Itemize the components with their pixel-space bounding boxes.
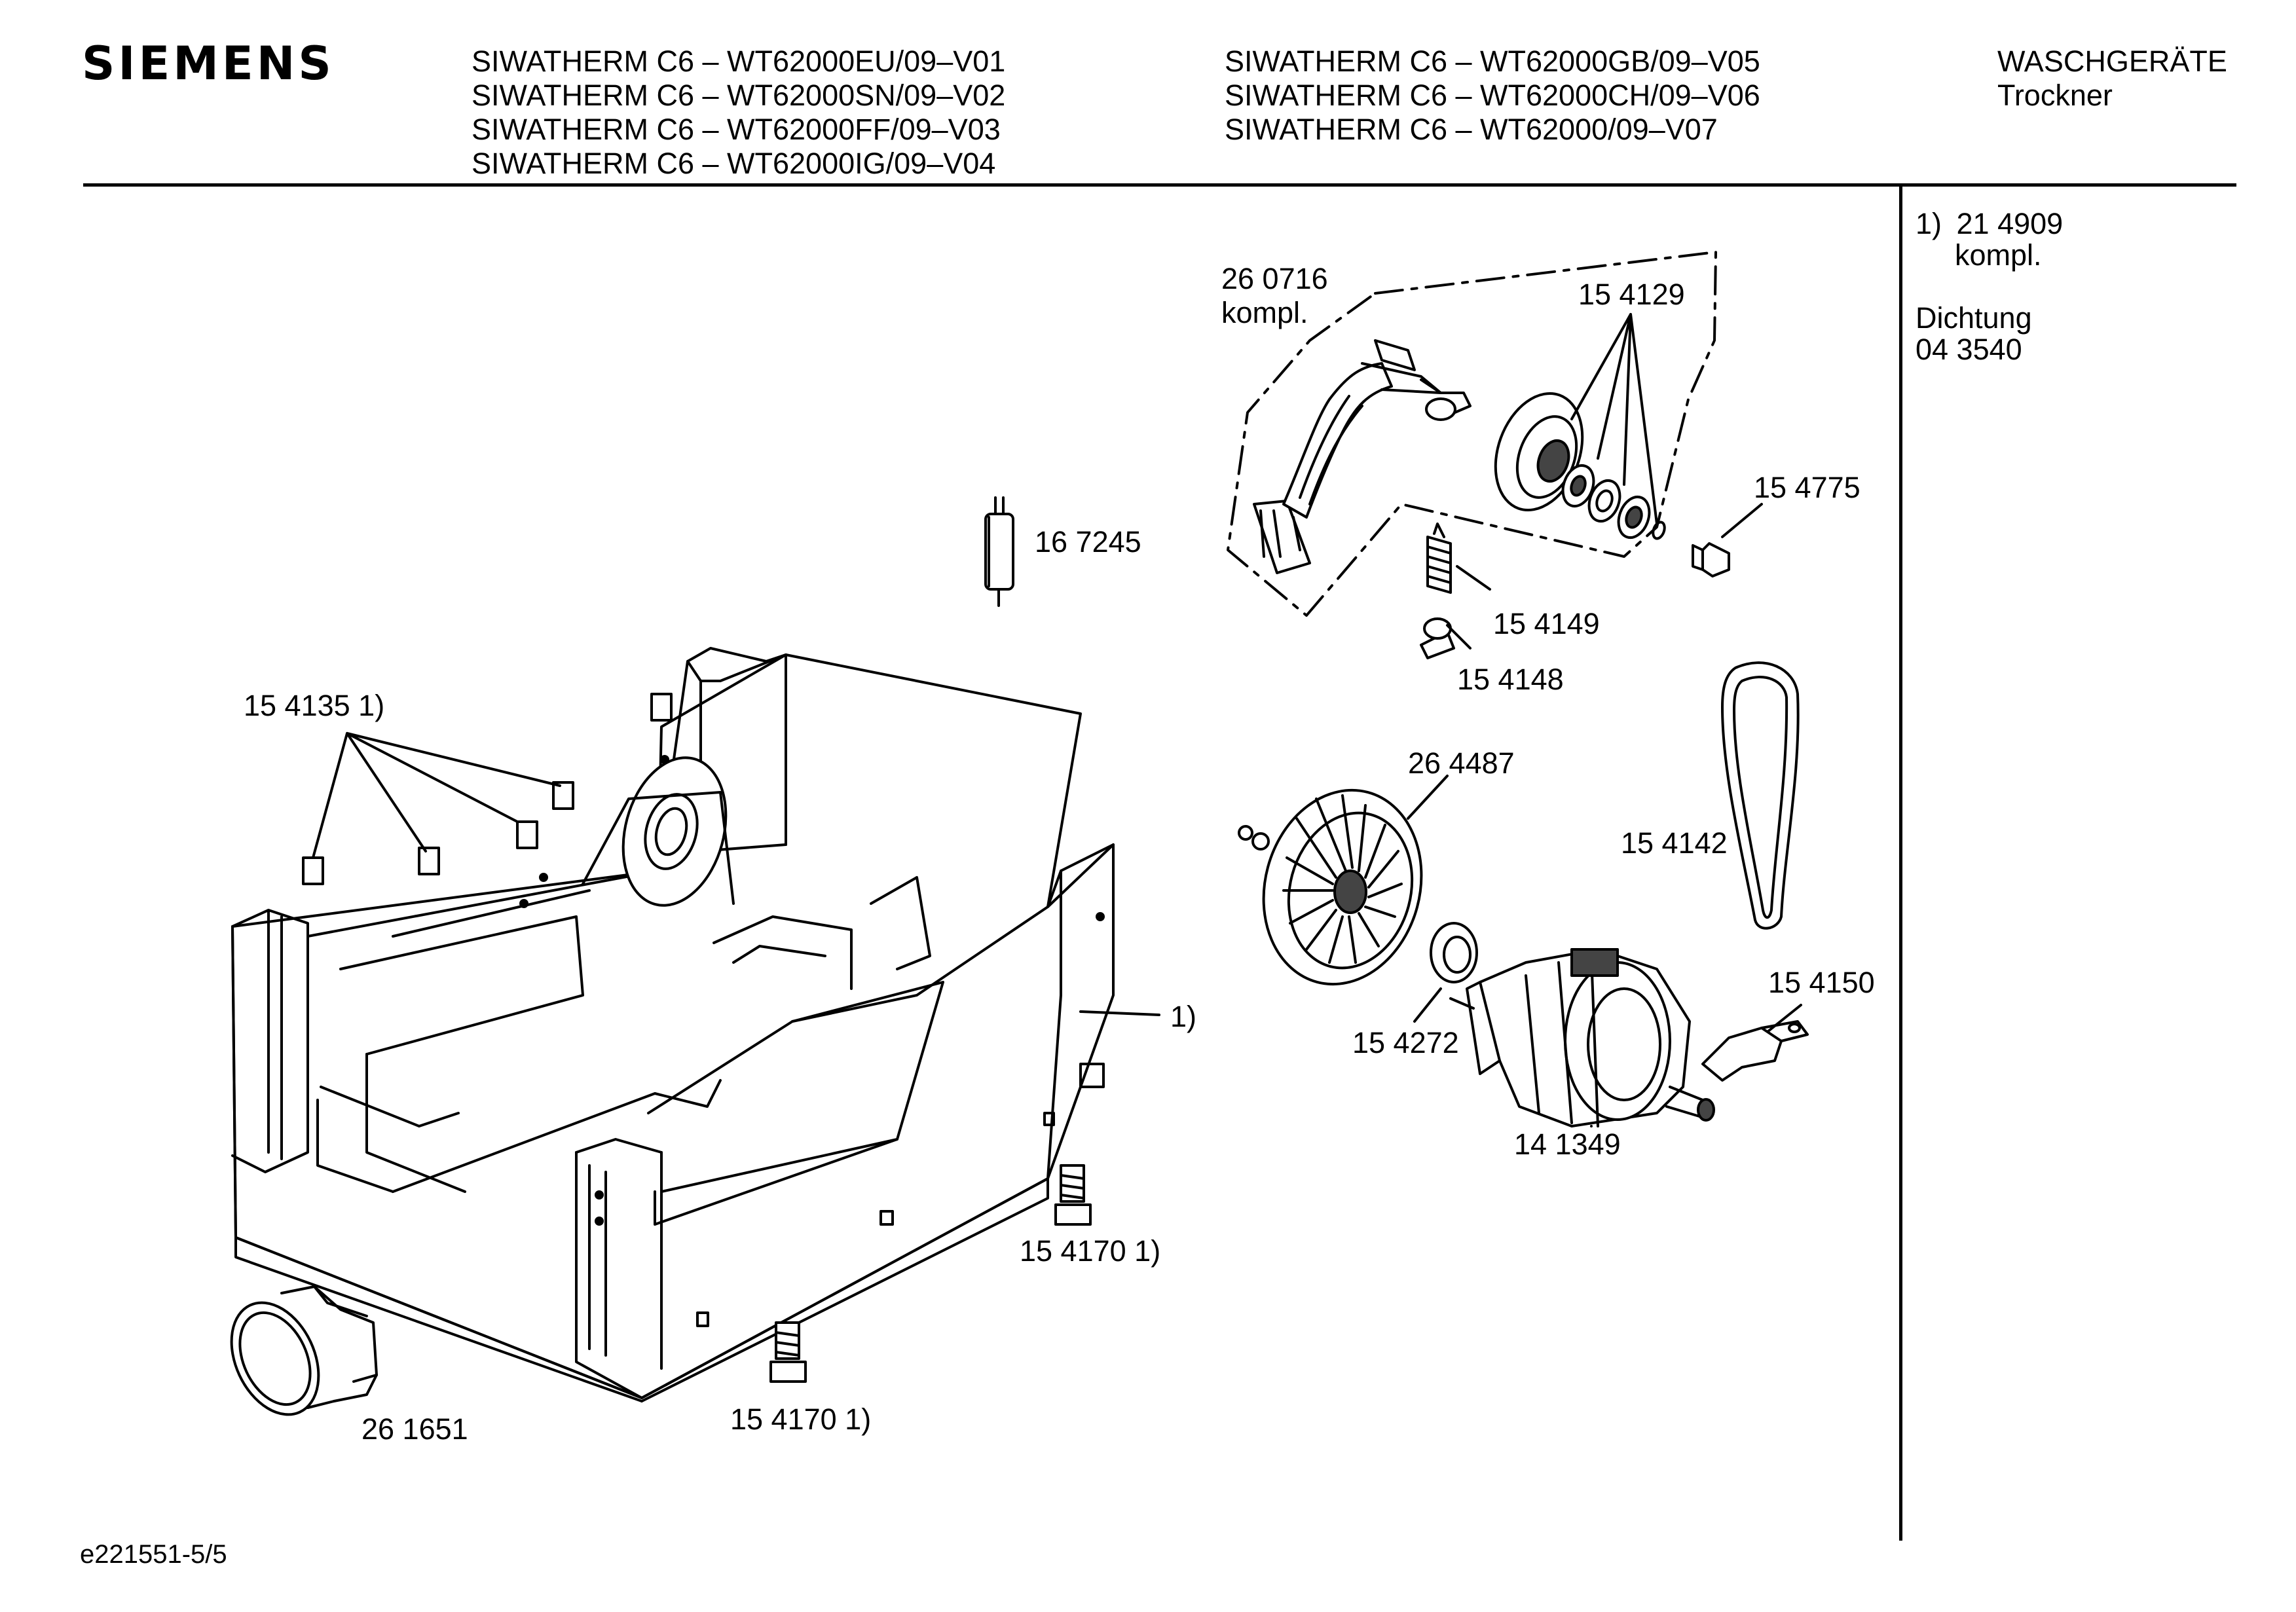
spring-part — [1428, 524, 1451, 593]
part-label-154149: 15 4149 — [1493, 607, 1600, 640]
motor-clamp-part — [1703, 1021, 1807, 1080]
leader-154272 — [1415, 989, 1441, 1021]
part-label-154148: 15 4148 — [1457, 663, 1564, 696]
seal-label: Dichtung — [1916, 301, 2032, 335]
note-1-text: kompl. — [1955, 238, 2042, 272]
part-label-154135: 15 4135 1) — [244, 689, 385, 722]
part-label-ref1: 1) — [1170, 1000, 1197, 1033]
model-line: SIWATHERM C6 – WT62000GB/09–V05 — [1225, 45, 1760, 78]
model-line: SIWATHERM C6 – WT62000IG/09–V04 — [472, 147, 996, 180]
part-label-154272: 15 4272 — [1352, 1026, 1459, 1059]
leader-154129 — [1572, 314, 1657, 524]
model-line: SIWATHERM C6 – WT62000EU/09–V01 — [472, 45, 1006, 78]
model-line: SIWATHERM C6 – WT62000SN/09–V02 — [472, 79, 1006, 112]
clip-part — [1421, 619, 1454, 658]
document-code: e221551-5/5 — [80, 1540, 227, 1569]
leader-154150 — [1768, 1005, 1801, 1031]
header-divider — [83, 183, 2236, 187]
note-1-number: 21 4909 — [1956, 207, 2064, 240]
side-divider — [1899, 185, 1902, 1541]
clip-set-part — [303, 694, 671, 884]
note-seal: Dichtung 04 3540 — [1916, 302, 2032, 365]
duct-part — [215, 1287, 377, 1429]
lever-arm-part — [1254, 340, 1470, 573]
part-label-154170-left: 15 4170 1) — [730, 1402, 872, 1436]
foot-screw-part — [771, 1323, 805, 1382]
part-label-141349: 14 1349 — [1514, 1127, 1621, 1161]
note-1: 1) 21 4909 kompl. — [1916, 208, 2063, 271]
assembly-outline — [1228, 252, 1716, 615]
foot-screw-part — [1056, 1165, 1090, 1224]
note-1-marker: 1) — [1916, 207, 1942, 240]
part-label-154775: 15 4775 — [1754, 471, 1861, 504]
leader-154775 — [1722, 504, 1762, 537]
part-label-260716-note: kompl. — [1221, 296, 1308, 329]
category-block: WASCHGERÄTE Trockner — [1997, 45, 2227, 113]
siemens-logo: SIEMENS — [82, 37, 335, 90]
leader-ref1 — [1081, 1012, 1159, 1015]
part-label-167245: 16 7245 — [1035, 525, 1141, 559]
capacitor-part — [986, 498, 1013, 606]
bearing-ring-part — [1431, 923, 1477, 982]
seal-number: 04 3540 — [1916, 333, 2022, 366]
category-title: WASCHGERÄTE — [1997, 45, 2227, 78]
part-label-261651: 26 1651 — [361, 1412, 468, 1446]
leader-264487 — [1408, 776, 1447, 818]
base-frame — [232, 648, 1113, 1401]
leader-154149 — [1457, 566, 1490, 589]
pin-part — [1693, 543, 1729, 576]
leader-154135 — [313, 733, 560, 858]
category-subtitle: Trockner — [1997, 79, 2113, 112]
part-label-260716: 26 0716 — [1221, 262, 1328, 295]
part-label-154150: 15 4150 — [1768, 966, 1875, 999]
belt-part — [1722, 663, 1798, 928]
model-list-right: SIWATHERM C6 – WT62000GB/09–V05 SIWATHER… — [1225, 45, 1760, 147]
part-label-264487: 26 4487 — [1408, 746, 1515, 780]
part-label-154129: 15 4129 — [1578, 278, 1685, 311]
model-line: SIWATHERM C6 – WT62000/09–V07 — [1225, 113, 1718, 146]
model-list-left: SIWATHERM C6 – WT62000EU/09–V01 SIWATHER… — [472, 45, 1005, 181]
part-label-154170-right: 15 4170 1) — [1020, 1234, 1161, 1268]
model-line: SIWATHERM C6 – WT62000CH/09–V06 — [1225, 79, 1760, 112]
pulley-part — [1480, 381, 1667, 541]
part-label-154142: 15 4142 — [1621, 826, 1728, 860]
fan-wheel-part — [1239, 773, 1443, 1002]
model-line: SIWATHERM C6 – WT62000FF/09–V03 — [472, 113, 1001, 146]
leader-154148 — [1447, 625, 1470, 648]
motor-part — [1451, 949, 1714, 1126]
